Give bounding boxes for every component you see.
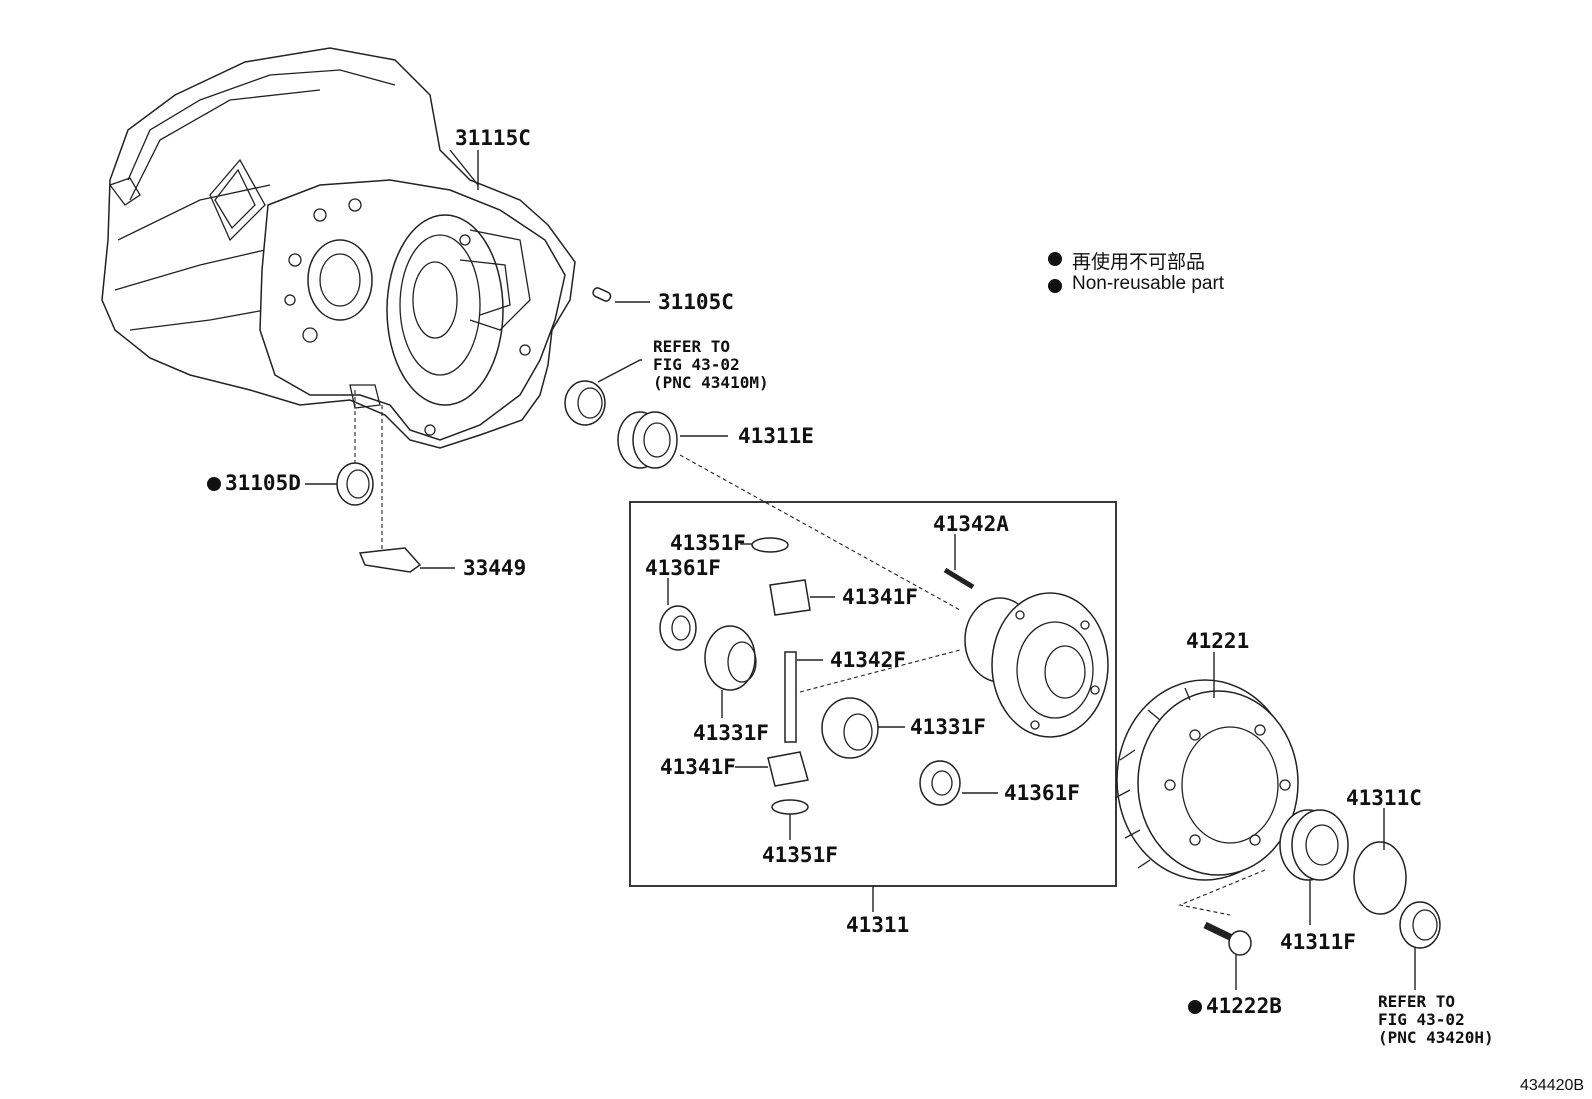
legend-dot-1 bbox=[1048, 252, 1062, 266]
legend-dot-2 bbox=[1048, 279, 1062, 293]
figure-id: 434420B bbox=[1520, 1077, 1585, 1094]
label-41361F-right: 41361F bbox=[1004, 781, 1080, 805]
ring-gear-41221-drawing bbox=[1114, 679, 1299, 881]
leader-31115C bbox=[449, 149, 479, 186]
label-31105D: 31105D bbox=[225, 471, 301, 495]
washer-41351F-bottom-drawing bbox=[771, 799, 809, 815]
label-41351F-bottom: 41351F bbox=[762, 843, 838, 867]
shim-41311C-drawing bbox=[1353, 841, 1407, 915]
oil-seal-31105D-drawing bbox=[336, 462, 374, 506]
ref-upper: REFER TO FIG 43-02 (PNC 43410M) bbox=[653, 338, 769, 392]
label-33449: 33449 bbox=[463, 556, 527, 580]
ref-lower-line3: (PNC 43420H) bbox=[1378, 1028, 1494, 1047]
label-41222B: 41222B bbox=[1206, 994, 1282, 1018]
label-41221: 41221 bbox=[1186, 629, 1250, 653]
label-31115C: 31115C bbox=[455, 126, 531, 150]
seal-ref-lower-drawing bbox=[1399, 901, 1441, 949]
bearing-41311F-drawing bbox=[1279, 809, 1349, 881]
label-41331F-right: 41331F bbox=[910, 715, 986, 739]
ref-upper-line1: REFER TO bbox=[653, 337, 731, 356]
bearing-41311E-drawing bbox=[617, 411, 678, 469]
label-41342F: 41342F bbox=[830, 648, 906, 672]
washer-41361F-right-drawing bbox=[919, 760, 961, 806]
pinion-41341F-bottom-drawing bbox=[767, 751, 809, 787]
pin-31105C-drawing bbox=[592, 287, 612, 302]
pin-41342A-drawing bbox=[943, 567, 975, 590]
label-41342A: 41342A bbox=[933, 512, 1009, 536]
washer-41351F-top-drawing bbox=[751, 537, 789, 553]
label-31105C: 31105C bbox=[658, 290, 734, 314]
plate-33449-drawing bbox=[358, 547, 422, 573]
washer-41361F-left-drawing bbox=[659, 605, 697, 651]
seal-ref-upper-drawing bbox=[564, 380, 606, 426]
label-41351F-top: 41351F bbox=[670, 531, 746, 555]
ref-lower-line1: REFER TO bbox=[1378, 992, 1456, 1011]
legend-japanese: 再使用不可部品 bbox=[1072, 252, 1206, 273]
legend-english: Non-reusable part bbox=[1072, 273, 1225, 294]
ref-upper-line3: (PNC 43410M) bbox=[653, 373, 769, 392]
label-41311F: 41311F bbox=[1280, 930, 1356, 954]
side-gear-41331F-left-drawing bbox=[704, 625, 757, 691]
label-41311C: 41311C bbox=[1346, 786, 1422, 810]
shaft-41342F-drawing bbox=[784, 651, 797, 743]
label-41311E: 41311E bbox=[738, 424, 814, 448]
ref-upper-line2: FIG 43-02 bbox=[653, 355, 740, 374]
differential-case-drawing bbox=[964, 592, 1109, 738]
side-gear-41331F-right-drawing bbox=[821, 697, 879, 759]
pinion-41341F-top-drawing bbox=[769, 579, 811, 616]
nonreusable-dot-31105D bbox=[207, 477, 221, 491]
nonreusable-dot-41222B bbox=[1188, 1000, 1202, 1014]
ref-lower: REFER TO FIG 43-02 (PNC 43420H) bbox=[1378, 993, 1494, 1047]
bolt-41222B-drawing bbox=[1203, 921, 1252, 956]
label-41341F-bottom: 41341F bbox=[660, 755, 736, 779]
label-41311: 41311 bbox=[846, 913, 910, 937]
label-41341F-top: 41341F bbox=[842, 585, 918, 609]
transaxle-housing-drawing bbox=[101, 47, 576, 449]
label-41331F-left: 41331F bbox=[693, 721, 769, 745]
ref-lower-line2: FIG 43-02 bbox=[1378, 1010, 1465, 1029]
label-41361F-left: 41361F bbox=[645, 556, 721, 580]
